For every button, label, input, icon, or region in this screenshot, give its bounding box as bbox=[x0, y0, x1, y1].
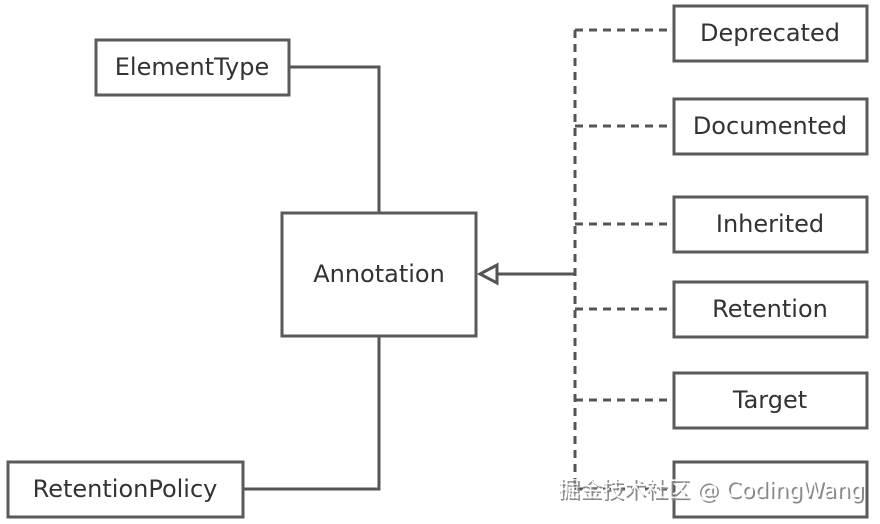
node-deprecated-label: Deprecated bbox=[700, 19, 840, 47]
watermark: 掘金技术社区 @ CodingWang bbox=[557, 478, 864, 503]
realization-arrowhead bbox=[476, 262, 499, 286]
node-deprecated[interactable]: Deprecated bbox=[672, 4, 869, 63]
node-unlabeled[interactable] bbox=[672, 460, 869, 519]
node-retention-label: Retention bbox=[712, 295, 828, 323]
node-target-label: Target bbox=[732, 386, 807, 414]
node-elementtype[interactable]: ElementType bbox=[94, 38, 291, 97]
node-documented-label: Documented bbox=[693, 112, 847, 140]
node-documented[interactable]: Documented bbox=[672, 97, 869, 156]
node-inherited-label: Inherited bbox=[716, 210, 824, 238]
node-retention[interactable]: Retention bbox=[672, 280, 869, 339]
node-retentionpolicy[interactable]: RetentionPolicy bbox=[6, 460, 245, 519]
node-retentionpolicy-label: RetentionPolicy bbox=[33, 475, 218, 503]
watermark-shadow: 掘金技术社区 @ CodingWang bbox=[559, 480, 866, 505]
node-elementtype-label: ElementType bbox=[115, 53, 270, 81]
edge-elementtype-annotation bbox=[289, 65, 381, 213]
node-annotation-label: Annotation bbox=[313, 260, 445, 288]
node-annotation[interactable]: Annotation bbox=[280, 211, 478, 338]
node-inherited[interactable]: Inherited bbox=[672, 195, 869, 254]
edge-retentionpolicy-annotation bbox=[243, 336, 381, 491]
node-target[interactable]: Target bbox=[672, 371, 869, 430]
